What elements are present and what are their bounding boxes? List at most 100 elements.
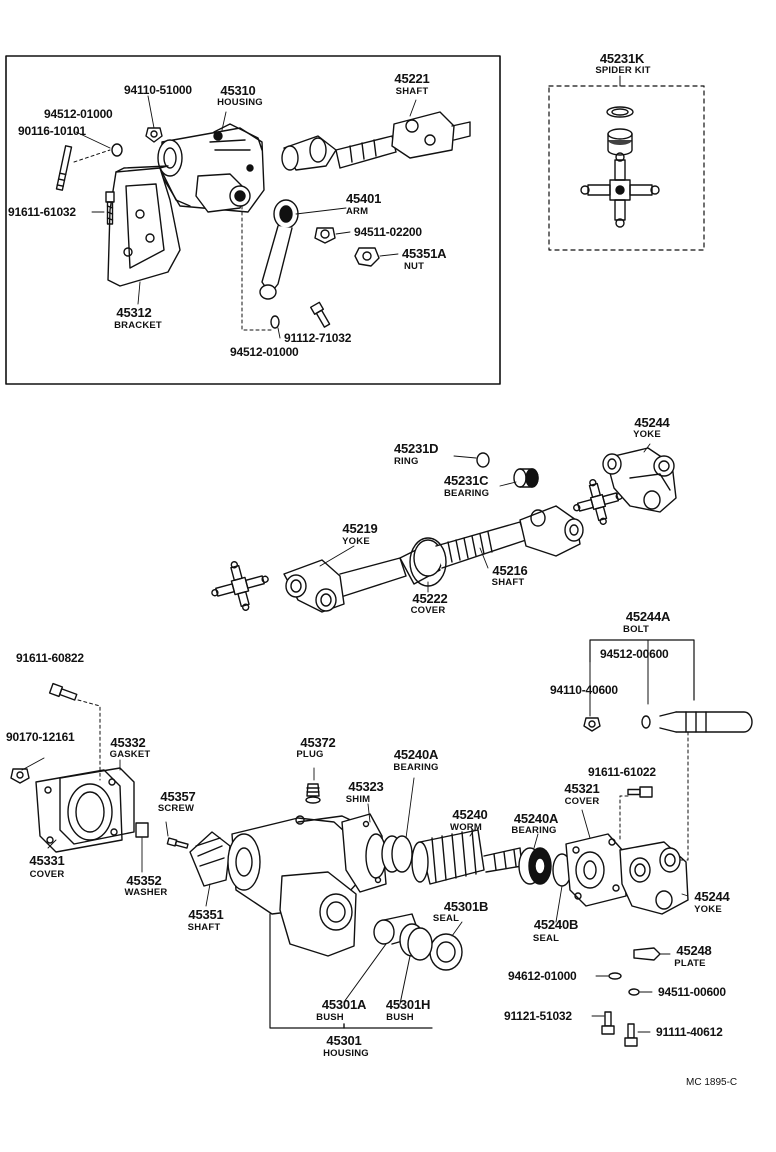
- part-name-bracket: BRACKET: [114, 320, 162, 331]
- bearing-45240A-right: [518, 847, 552, 885]
- part-name-cover-45321: COVER: [564, 796, 600, 807]
- part-name-bolt-45244A: BOLT: [623, 624, 649, 635]
- part-name-plug: PLUG: [296, 749, 324, 760]
- spider-kit-frame: [548, 85, 705, 251]
- part-number-45240A-upper[interactable]: 45240A: [393, 747, 439, 762]
- part-name-cover-45331: COVER: [29, 869, 65, 880]
- housing-45301: [227, 815, 373, 957]
- spider-cross-right: [573, 478, 623, 526]
- cover-45321: [565, 833, 627, 907]
- part-number-45321[interactable]: 45321: [564, 781, 600, 796]
- part-name-ring: RING: [394, 456, 419, 467]
- part-name-worm: WORM: [450, 822, 482, 833]
- part-number-45244-lower[interactable]: 45244: [694, 889, 730, 904]
- spider-kit-ring: [606, 106, 634, 118]
- part-number-90170-12161[interactable]: 90170-12161: [6, 730, 75, 744]
- part-number-45244-upper[interactable]: 45244: [634, 415, 670, 430]
- part-number-45372[interactable]: 45372: [300, 735, 336, 750]
- part-number-45240[interactable]: 45240: [452, 807, 488, 822]
- plate-45248: [633, 947, 661, 961]
- part-number-45222[interactable]: 45222: [412, 591, 448, 606]
- worm-45240: [411, 829, 523, 885]
- part-number-91611-61032[interactable]: 91611-61032: [8, 205, 76, 219]
- part-number-90116-10101[interactable]: 90116-10101: [18, 124, 86, 138]
- part-number-91611-61022[interactable]: 91611-61022: [588, 765, 656, 779]
- part-number-45240B[interactable]: 45240B: [533, 917, 579, 932]
- part-number-91111-40612[interactable]: 91111-40612: [656, 1025, 723, 1039]
- part-name-bush-45301H: BUSH: [386, 1012, 414, 1023]
- part-number-45221[interactable]: 45221: [394, 71, 430, 86]
- bolt-45244A-bracket: [589, 639, 695, 701]
- washer-94612-01000: [608, 972, 622, 980]
- part-number-45301[interactable]: 45301: [326, 1033, 362, 1048]
- u-bolt-45244A: [659, 711, 753, 733]
- part-number-94511-02200[interactable]: 94511-02200: [354, 225, 422, 239]
- part-name-washer-45352: WASHER: [124, 887, 168, 898]
- part-name-shim: SHIM: [345, 794, 371, 805]
- part-number-45323[interactable]: 45323: [348, 779, 384, 794]
- upper-assembly-frame: [5, 55, 501, 385]
- part-number-45216[interactable]: 45216: [492, 563, 528, 578]
- spider-kit-bearing-cup: [607, 128, 633, 156]
- yoke-45244-upper: [602, 447, 677, 513]
- part-number-91611-60822[interactable]: 91611-60822: [16, 651, 84, 665]
- screw-45357: [166, 837, 189, 849]
- part-number-94512-01000-upper[interactable]: 94512-01000: [44, 107, 113, 121]
- bracket-45312: [107, 165, 191, 287]
- plug-45372: [305, 783, 321, 804]
- washer-94512-00600: [641, 715, 651, 729]
- part-number-45301B[interactable]: 45301B: [443, 899, 489, 914]
- part-name-yoke-45244-lower: YOKE: [694, 904, 722, 915]
- part-number-45332[interactable]: 45332: [110, 735, 146, 750]
- part-number-45301H[interactable]: 45301H: [385, 997, 431, 1012]
- bearing-45240A-left: [381, 835, 413, 873]
- bush-45301A: [373, 913, 421, 945]
- part-name-shaft-45351: SHAFT: [187, 922, 221, 933]
- nut-94110-40600: [583, 717, 601, 732]
- part-number-45401[interactable]: 45401: [346, 191, 382, 206]
- bolt-91611-61032: [105, 191, 115, 225]
- part-number-45231D[interactable]: 45231D: [394, 441, 439, 456]
- part-number-94110-40600[interactable]: 94110-40600: [550, 683, 618, 697]
- bolt-90116-10101: [55, 145, 73, 191]
- part-number-94512-00600[interactable]: 94512-00600: [600, 647, 669, 661]
- part-name-bush-45301A: BUSH: [316, 1012, 344, 1023]
- part-number-45351[interactable]: 45351: [188, 907, 224, 922]
- part-name-yoke-45219: YOKE: [342, 536, 370, 547]
- part-number-45219[interactable]: 45219: [342, 521, 378, 536]
- part-number-91112-71032[interactable]: 91112-71032: [284, 331, 352, 345]
- part-number-45244A[interactable]: 45244A: [625, 609, 671, 624]
- part-number-45351A[interactable]: 45351A: [402, 246, 447, 261]
- part-number-45231K[interactable]: 45231K: [599, 51, 645, 66]
- part-number-45312[interactable]: 45312: [116, 305, 152, 320]
- spider-kit-cross: [580, 152, 660, 228]
- shaft-45221: [281, 111, 471, 171]
- part-number-45248[interactable]: 45248: [676, 943, 712, 958]
- spider-cross-left: [211, 561, 269, 611]
- seal-45301B: [429, 933, 463, 971]
- part-name-housing: HOUSING: [217, 97, 263, 108]
- part-number-91121-51032[interactable]: 91121-51032: [504, 1009, 572, 1023]
- part-name-spider-kit: SPIDER KIT: [595, 65, 651, 76]
- arm-45401: [259, 199, 299, 300]
- part-number-94110-51000[interactable]: 94110-51000: [124, 83, 192, 97]
- part-number-45240A-lower[interactable]: 45240A: [513, 811, 559, 826]
- part-number-45301A[interactable]: 45301A: [321, 997, 367, 1012]
- part-name-bearing-45231C: BEARING: [444, 488, 490, 499]
- bolt-91611-61022: [627, 786, 653, 798]
- cover-45331: [35, 769, 123, 853]
- part-number-45357[interactable]: 45357: [160, 789, 196, 804]
- part-name-yoke-45244-upper: YOKE: [633, 429, 661, 440]
- part-number-45352[interactable]: 45352: [126, 873, 162, 888]
- part-number-94512-01000-lower[interactable]: 94512-01000: [230, 345, 299, 359]
- part-name-cover-45222: COVER: [410, 605, 446, 616]
- part-number-45310[interactable]: 45310: [220, 83, 256, 98]
- part-number-45231C[interactable]: 45231C: [444, 473, 489, 488]
- part-number-45331[interactable]: 45331: [29, 853, 65, 868]
- part-name-seal-45240B: SEAL: [532, 933, 560, 944]
- part-name-shaft-45221: SHAFT: [395, 86, 429, 97]
- nut-94110-51000: [145, 127, 163, 143]
- part-number-94511-00600[interactable]: 94511-00600: [658, 985, 726, 999]
- part-number-94612-01000[interactable]: 94612-01000: [508, 969, 577, 983]
